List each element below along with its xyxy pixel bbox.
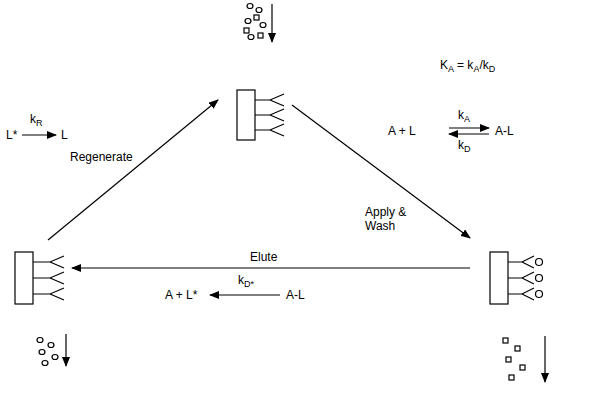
reaction-species: L* xyxy=(6,128,17,142)
subscript: R xyxy=(36,118,43,128)
wash-particles xyxy=(503,338,525,380)
reaction-species: A + L* xyxy=(165,288,197,302)
rate-constant: kD xyxy=(458,138,471,154)
subscript: D xyxy=(489,64,496,74)
flow-arrow xyxy=(271,4,272,42)
reaction-species: A + L xyxy=(388,124,416,138)
reaction-species: A + L* xyxy=(165,288,197,302)
subscript: D* xyxy=(244,279,254,289)
step-label: Apply & Wash xyxy=(365,205,406,233)
step-label: Regenerate xyxy=(70,150,133,164)
rate-constant: kD* xyxy=(238,273,254,289)
step-label: Regenerate xyxy=(70,150,133,164)
reaction-species: L xyxy=(61,128,68,142)
reaction-species: A-L xyxy=(495,124,514,138)
reaction-arrow xyxy=(210,294,280,295)
equilibrium-constant: /k xyxy=(479,58,488,72)
reaction-species: A-L xyxy=(286,288,305,302)
column-right xyxy=(490,252,543,304)
subscript: D xyxy=(464,144,471,154)
reaction-species: A + L xyxy=(388,124,416,138)
equilibrium-constant: KA= kA/kD xyxy=(440,58,495,74)
subscript: A xyxy=(448,64,454,74)
reaction-arrow xyxy=(22,134,56,135)
flow-arrow xyxy=(544,336,545,382)
reaction-arrow xyxy=(449,127,489,128)
step-label: Elute xyxy=(250,250,277,264)
reaction-arrow xyxy=(449,133,489,134)
sample-particles xyxy=(244,4,266,40)
reaction-species: A-L xyxy=(286,288,305,302)
reaction-species: L xyxy=(61,128,68,142)
flow-arrow xyxy=(65,334,66,366)
rate-constant: kR xyxy=(30,112,43,128)
column-left xyxy=(15,252,64,304)
subscript: A xyxy=(464,114,470,124)
cycle-arrow xyxy=(72,267,470,268)
step-label: Apply & Wash xyxy=(365,205,413,233)
column-top xyxy=(237,90,284,140)
equilibrium-constant: = k xyxy=(457,58,473,72)
cycle-arrow xyxy=(48,100,218,240)
step-label: Elute xyxy=(250,250,277,264)
rate-constant: kA xyxy=(458,108,470,124)
reaction-species: A-L xyxy=(495,124,514,138)
equilibrium-constant: K xyxy=(440,58,448,72)
reaction-species: L* xyxy=(6,128,17,142)
cycle-arrow xyxy=(292,105,470,238)
eluted-particles xyxy=(37,338,58,366)
